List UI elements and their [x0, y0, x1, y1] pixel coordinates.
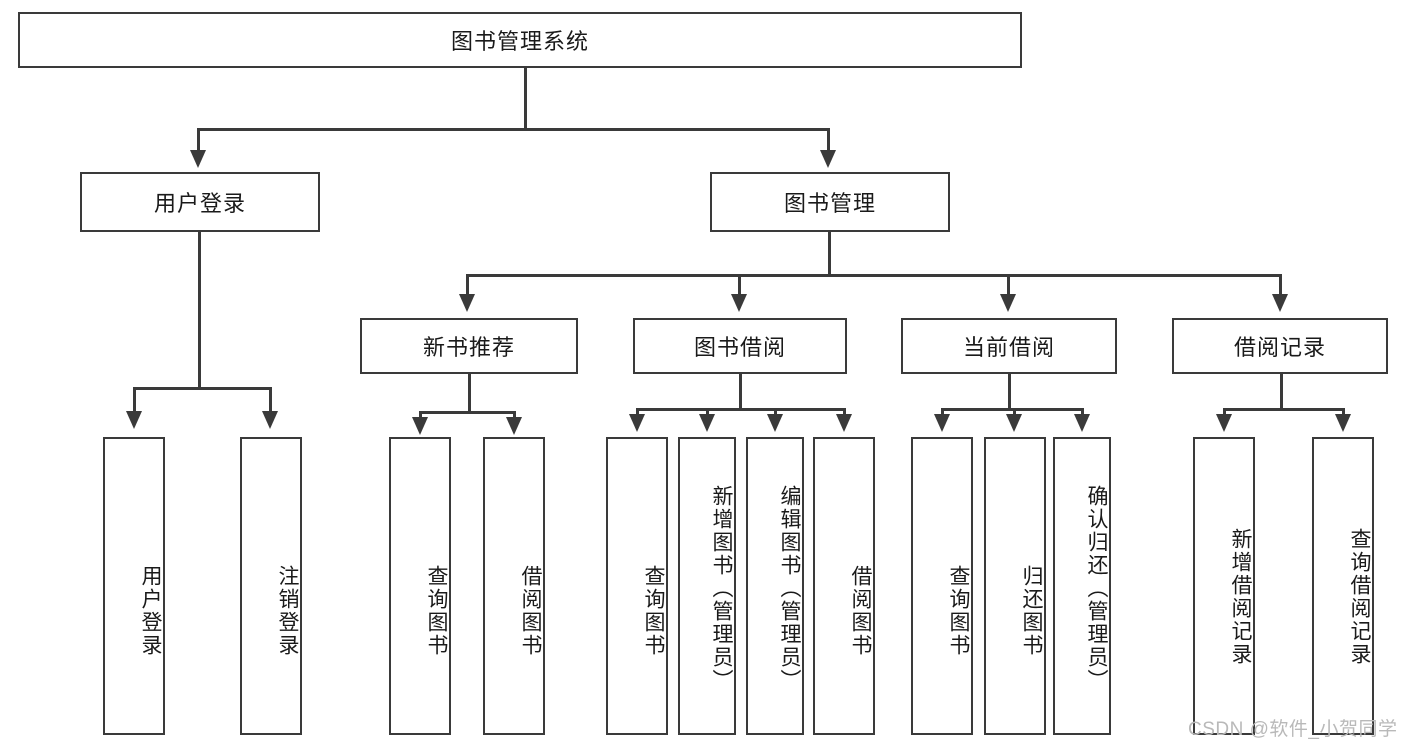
node-label: 图书借阅: [693, 335, 786, 360]
connector-user-login-bus: [133, 387, 271, 390]
connector-root-stem: [524, 68, 527, 128]
arrow-book-borrow-leaf1: [629, 414, 645, 432]
node-label: 借阅记录: [1233, 335, 1326, 360]
node-new-book-recommendation[interactable]: 新书推荐: [360, 318, 578, 374]
connector-current-borrow-leaf3: [1081, 408, 1084, 418]
node-leaf-confirm-return[interactable]: 确认归还（管理员）: [1053, 437, 1111, 735]
node-leaf-logout[interactable]: 注销登录: [240, 437, 302, 735]
node-label: 图书管理: [783, 191, 876, 216]
connector-borrow-record-leaf1: [1223, 408, 1226, 418]
node-label: 用户登录: [139, 565, 162, 657]
connector-book-manage-bus: [466, 274, 1282, 277]
node-label: 查询借阅记录: [1348, 528, 1371, 666]
arrow-to-book-borrow: [731, 294, 747, 312]
connector-borrow-record-bus: [1223, 408, 1343, 411]
node-label: 当前借阅: [962, 335, 1055, 360]
node-book-borrowing[interactable]: 图书借阅: [633, 318, 847, 374]
arrow-current-borrow-leaf3: [1074, 414, 1090, 432]
arrow-user-login-leaf1: [126, 411, 142, 429]
connector-new-book-rec-bus: [419, 411, 516, 414]
node-root-book-management-system[interactable]: 图书管理系统: [18, 12, 1022, 68]
node-label: 新增图书（管理员）: [710, 484, 733, 692]
connector-to-book-borrow: [738, 274, 741, 298]
connector-book-borrow-leaf3: [774, 408, 777, 418]
node-leaf-query-record[interactable]: 查询借阅记录: [1312, 437, 1374, 735]
node-label: 确认归还（管理员）: [1085, 484, 1108, 692]
connector-book-borrow-leaf1: [636, 408, 639, 418]
node-leaf-edit-book[interactable]: 编辑图书（管理员）: [746, 437, 804, 735]
node-leaf-query-book-1[interactable]: 查询图书: [389, 437, 451, 735]
arrow-to-borrow-record: [1272, 294, 1288, 312]
node-leaf-user-login[interactable]: 用户登录: [103, 437, 165, 735]
connector-to-new-book-rec: [466, 274, 469, 298]
node-label: 图书管理系统: [450, 29, 589, 54]
connector-user-login-leaf1: [133, 387, 136, 415]
arrow-borrow-record-leaf2: [1335, 414, 1351, 432]
connector-book-borrow-bus: [636, 408, 845, 411]
connector-root-bus: [197, 128, 827, 131]
node-leaf-query-book-3[interactable]: 查询图书: [911, 437, 973, 735]
connector-user-login-stem: [198, 232, 201, 387]
arrow-new-book-rec-leaf2: [506, 417, 522, 435]
csdn-watermark: CSDN @软件_小贺同学: [1188, 719, 1398, 740]
node-label: 归还图书: [1020, 565, 1043, 657]
connector-borrow-record-leaf2: [1342, 408, 1345, 418]
node-book-management[interactable]: 图书管理: [710, 172, 950, 232]
arrow-borrow-record-leaf1: [1216, 414, 1232, 432]
arrow-to-current-borrow: [1000, 294, 1016, 312]
connector-current-borrow-leaf1: [941, 408, 944, 418]
node-user-login[interactable]: 用户登录: [80, 172, 320, 232]
node-label: 借阅图书: [849, 565, 872, 657]
connector-to-current-borrow: [1007, 274, 1010, 298]
node-label: 新增借阅记录: [1229, 528, 1252, 666]
node-leaf-query-book-2[interactable]: 查询图书: [606, 437, 668, 735]
connector-book-borrow-leaf2: [706, 408, 709, 418]
connector-current-borrow-stem: [1008, 374, 1011, 408]
connector-current-borrow-bus: [941, 408, 1081, 411]
connector-user-login-leaf2: [269, 387, 272, 415]
node-label: 查询图书: [642, 565, 665, 657]
arrow-current-borrow-leaf1: [934, 414, 950, 432]
node-leaf-borrow-book-1[interactable]: 借阅图书: [483, 437, 545, 735]
arrow-to-new-book-rec: [459, 294, 475, 312]
connector-book-manage-stem: [828, 232, 831, 274]
connector-book-borrow-leaf4: [843, 408, 846, 418]
connector-borrow-record-stem: [1280, 374, 1283, 408]
node-label: 查询图书: [947, 565, 970, 657]
node-label: 编辑图书（管理员）: [778, 484, 801, 692]
arrow-book-borrow-leaf4: [836, 414, 852, 432]
arrow-book-borrow-leaf2: [699, 414, 715, 432]
node-leaf-return-book[interactable]: 归还图书: [984, 437, 1046, 735]
connector-root-to-book-manage: [827, 128, 830, 154]
connector-to-borrow-record: [1279, 274, 1282, 298]
connector-new-book-rec-stem: [468, 374, 471, 411]
node-label: 用户登录: [153, 191, 246, 216]
node-label: 借阅图书: [519, 565, 542, 657]
connector-book-borrow-stem: [739, 374, 742, 408]
arrow-user-login-leaf2: [262, 411, 278, 429]
node-label: 新书推荐: [422, 335, 515, 360]
arrow-current-borrow-leaf2: [1006, 414, 1022, 432]
node-leaf-borrow-book-2[interactable]: 借阅图书: [813, 437, 875, 735]
arrow-root-to-user-login: [190, 150, 206, 168]
arrow-book-borrow-leaf3: [767, 414, 783, 432]
node-leaf-add-record[interactable]: 新增借阅记录: [1193, 437, 1255, 735]
node-current-borrowing[interactable]: 当前借阅: [901, 318, 1117, 374]
node-leaf-add-book[interactable]: 新增图书（管理员）: [678, 437, 736, 735]
connector-root-to-user-login: [197, 128, 200, 154]
node-borrowing-record[interactable]: 借阅记录: [1172, 318, 1388, 374]
arrow-new-book-rec-leaf1: [412, 417, 428, 435]
arrow-root-to-book-manage: [820, 150, 836, 168]
node-label: 注销登录: [276, 565, 299, 657]
node-label: 查询图书: [425, 565, 448, 657]
connector-current-borrow-leaf2: [1013, 408, 1016, 418]
